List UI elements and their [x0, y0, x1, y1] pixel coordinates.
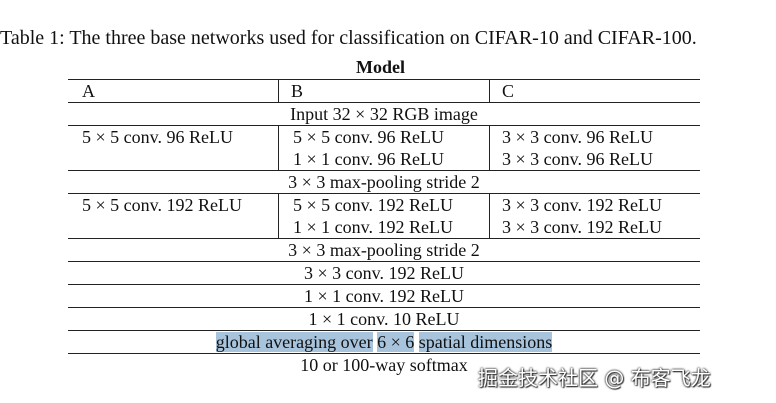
pool2-row: 3 × 3 max-pooling stride 2 — [68, 238, 700, 262]
table-row: 5 × 5 conv. 192 ReLU 5 × 5 conv. 192 ReL… — [68, 193, 700, 239]
group2-b-line1: 5 × 5 conv. 192 ReLU — [293, 195, 453, 215]
table-row: 3 × 3 max-pooling stride 2 — [68, 170, 700, 194]
group2-a-line1: 5 × 5 conv. 192 ReLU — [82, 195, 242, 215]
column-header-c: C — [489, 79, 700, 103]
gap-text-part1: global averaging over — [215, 332, 373, 352]
group1-b-line2: 1 × 1 conv. 96 ReLU — [293, 149, 444, 169]
model-header: Model — [356, 57, 405, 77]
table-row: Input 32 × 32 RGB image — [68, 102, 700, 126]
gap-text-part3: spatial dimensions — [418, 332, 553, 352]
architecture-table: A B C Input 32 × 32 RGB image 5 × 5 conv… — [68, 79, 700, 376]
conv3-row: 3 × 3 conv. 192 ReLU — [68, 261, 700, 285]
group2-c-line2: 3 × 3 conv. 192 ReLU — [502, 217, 662, 237]
group2-cell-c: 3 × 3 conv. 192 ReLU 3 × 3 conv. 192 ReL… — [489, 193, 700, 239]
group1-c-line2: 3 × 3 conv. 96 ReLU — [502, 149, 653, 169]
table-caption: Table 1: The three base networks used fo… — [0, 27, 697, 49]
table-row: 1 × 1 conv. 10 ReLU — [68, 307, 700, 331]
group1-c-line1: 3 × 3 conv. 96 ReLU — [502, 127, 653, 147]
group2-cell-a: 5 × 5 conv. 192 ReLU — [68, 193, 279, 239]
conv5-row: 1 × 1 conv. 10 ReLU — [68, 307, 700, 331]
group1-cell-a: 5 × 5 conv. 96 ReLU — [68, 125, 279, 171]
group2-c-line1: 3 × 3 conv. 192 ReLU — [502, 195, 662, 215]
group2-b-line2: 1 × 1 conv. 192 ReLU — [293, 217, 453, 237]
watermark: 掘金技术社区 @ 布客飞龙 — [478, 366, 711, 390]
table-row: 3 × 3 conv. 192 ReLU — [68, 261, 700, 285]
group2-cell-b: 5 × 5 conv. 192 ReLU 1 × 1 conv. 192 ReL… — [278, 193, 490, 239]
input-row: Input 32 × 32 RGB image — [68, 102, 700, 126]
table-row: global averaging over 6 × 6 spatial dime… — [68, 330, 700, 354]
table-row: 10 or 100-way softmax — [68, 354, 700, 377]
group1-cell-b: 5 × 5 conv. 96 ReLU 1 × 1 conv. 96 ReLU — [278, 125, 490, 171]
pool1-row: 3 × 3 max-pooling stride 2 — [68, 170, 700, 194]
column-header-a: A — [68, 79, 279, 103]
table-row: 3 × 3 max-pooling stride 2 — [68, 238, 700, 262]
table-row: 1 × 1 conv. 192 ReLU — [68, 284, 700, 308]
column-header-b: B — [278, 79, 490, 103]
group1-a-line1: 5 × 5 conv. 96 ReLU — [82, 127, 233, 147]
gap-text-part2: 6 × 6 — [377, 332, 415, 352]
gap-row: global averaging over 6 × 6 spatial dime… — [68, 330, 700, 354]
softmax-row: 10 or 100-way softmax — [300, 355, 468, 375]
conv4-row: 1 × 1 conv. 192 ReLU — [68, 284, 700, 308]
group1-cell-c: 3 × 3 conv. 96 ReLU 3 × 3 conv. 96 ReLU — [489, 125, 700, 171]
table-row: 5 × 5 conv. 96 ReLU 5 × 5 conv. 96 ReLU … — [68, 125, 700, 171]
table-header-row: A B C — [68, 79, 700, 103]
group1-b-line1: 5 × 5 conv. 96 ReLU — [293, 127, 444, 147]
